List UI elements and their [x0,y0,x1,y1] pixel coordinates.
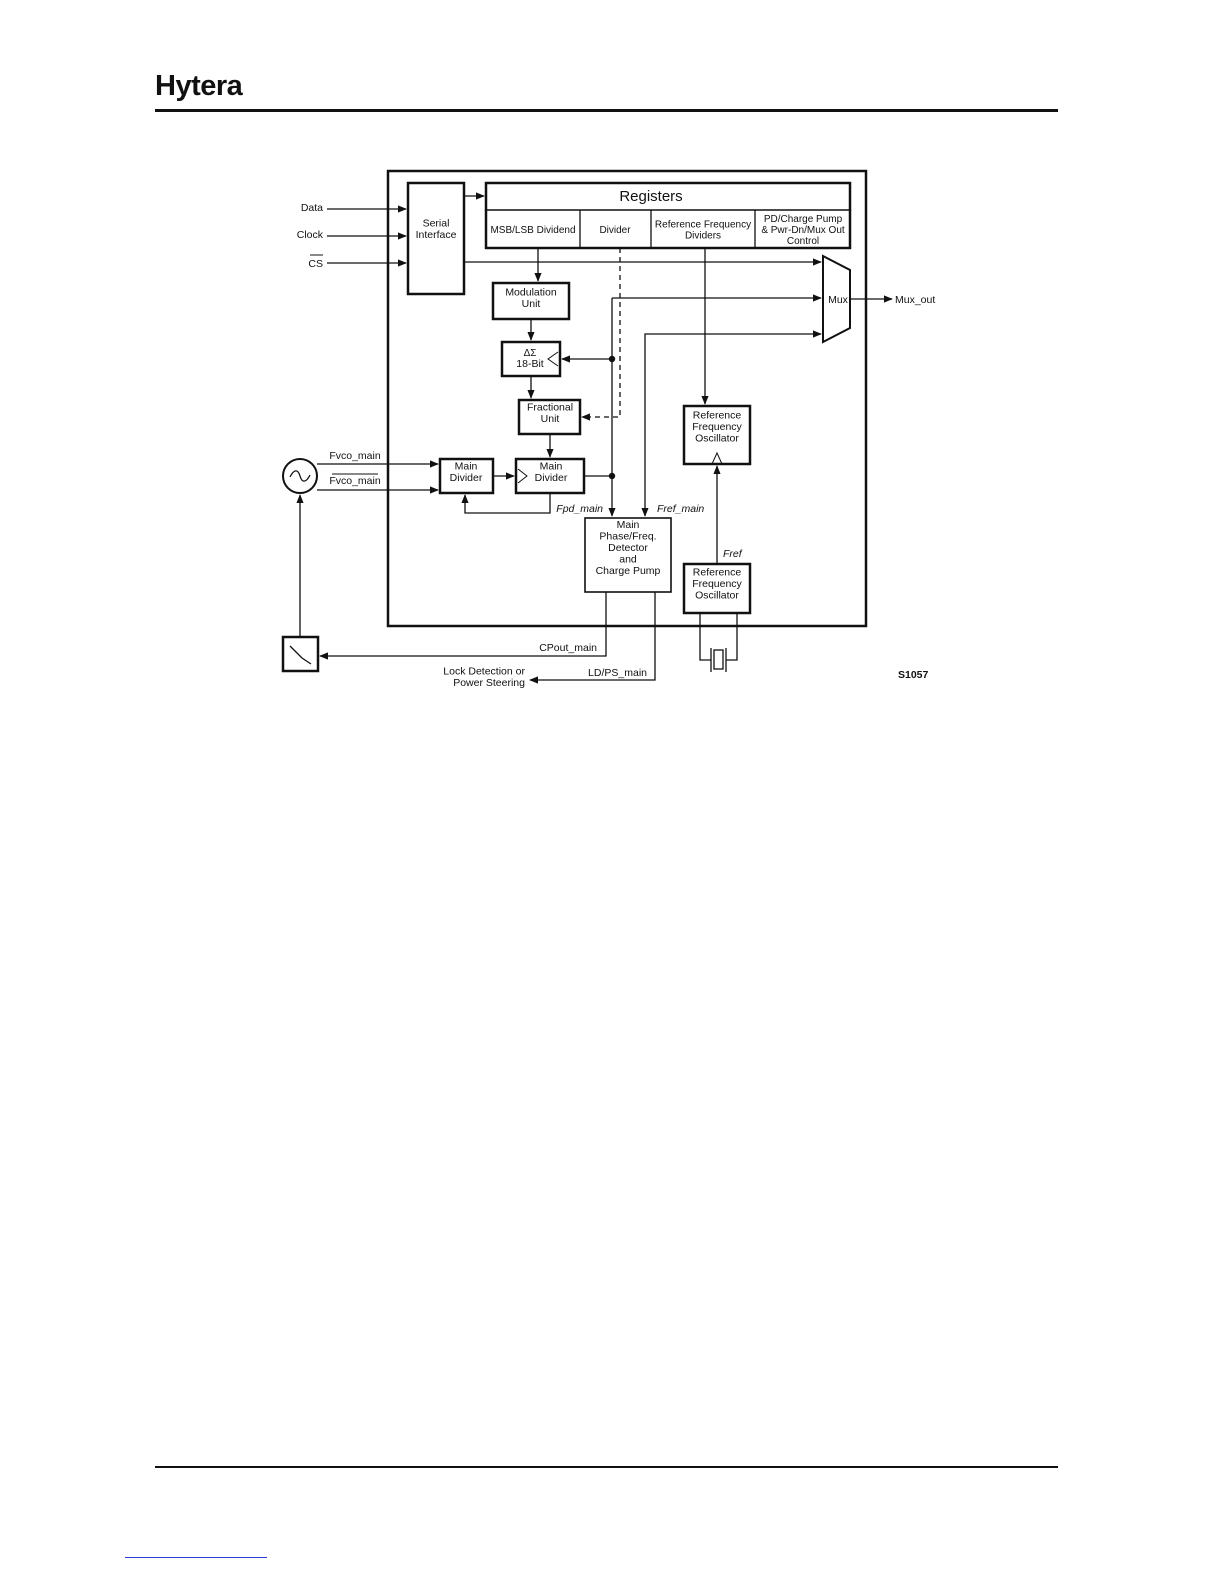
mux-out-label: Mux_out [895,294,935,306]
registers-block [484,181,852,250]
cpout-main-label: CPout_main [539,642,597,654]
figure-id-label: S1057 [898,669,929,681]
fref-main-label: Fref_main [657,503,704,515]
pfd-block [584,517,672,593]
register-msb-lsb-dividend: MSB/LSB Dividend [490,225,575,236]
vco-icon [282,458,318,494]
footer-link-underline[interactable] [125,1557,267,1558]
fvco-main-bar-label: Fvco_main [329,475,381,487]
fref-label: Fref [723,548,743,560]
fpd-main-label: Fpd_main [556,503,603,515]
mux-block [822,254,851,344]
chip-boundary [386,169,868,628]
footer-rule [155,1466,1058,1468]
input-data-label: Data [301,202,323,214]
serial-interface-block [406,181,466,296]
ld-ps-main-label: LD/PS_main [588,667,647,679]
register-divider: Divider [599,225,631,236]
input-cs-label: CS [308,258,323,270]
sigma-delta-symbol: ΔΣ [524,348,537,359]
fvco-main-label: Fvco_main [329,450,381,462]
loop-filter-icon [281,635,320,673]
header-rule [155,109,1058,112]
registers-title: Registers [619,188,682,205]
mux-label: Mux [828,294,849,306]
sigma-delta-bits: 18-Bit [516,358,544,370]
crystal-icon [699,613,711,661]
brand-logo: Hytera [155,70,243,102]
input-clock-label: Clock [297,229,324,241]
